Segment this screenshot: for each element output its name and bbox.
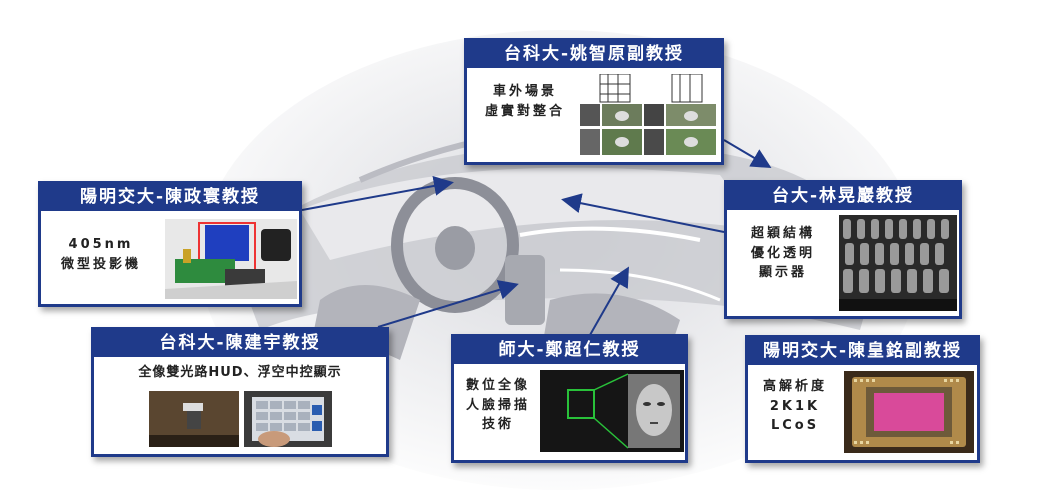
card-lin: 台大-林晃巖教授 超穎結構 優化透明 顯示器 [724, 180, 962, 319]
card-line: 超穎結構 [750, 226, 815, 241]
card-line: LCoS [770, 418, 820, 433]
card-line: 虛實對整合 [484, 103, 565, 119]
card-line: 人臉掃描 [465, 397, 530, 413]
arrow-to-windshield-lower [589, 266, 629, 336]
card-line: 405nm [68, 237, 134, 252]
card-line: 數位全像 [465, 378, 530, 393]
card-line: 2K1K [769, 398, 821, 414]
card-title: 師大-鄭超仁教授 [454, 337, 685, 364]
floating-keypad-photo [244, 391, 332, 447]
card-title: 陽明交大-陳皇銘副教授 [748, 338, 977, 365]
card-chen-jy: 台科大-陳建宇教授 全像雙光路HUD、浮空中控顯示 [91, 327, 389, 457]
card-title: 台科大-姚智原副教授 [467, 41, 721, 68]
card-line: 全像雙光路HUD、浮空中控顯示 [138, 365, 342, 380]
card-title: 台科大-陳建宇教授 [94, 330, 386, 357]
card-line: 優化透明 [750, 245, 815, 261]
arrow-to-center-console [377, 280, 519, 328]
card-line: 技術 [481, 417, 514, 432]
card-yao: 台科大-姚智原副教授 車外場景 虛實對整合 [464, 38, 724, 165]
scene-integration-image [580, 74, 716, 155]
card-title: 台大-林晃巖教授 [727, 183, 959, 210]
card-line: 顯示器 [758, 265, 807, 280]
hud-photo [149, 391, 239, 447]
arrow-yao-to-exterior [723, 139, 772, 169]
face-scan-image [540, 370, 684, 452]
metasurface-sem-image [839, 215, 957, 311]
card-cheng-cr: 師大-鄭超仁教授 數位全像 人臉掃描 技術 [451, 334, 688, 463]
card-cheng: 陽明交大-陳政寰教授 405nm 微型投影機 [38, 181, 302, 307]
card-line: 微型投影機 [60, 256, 141, 272]
card-chen-hm: 陽明交大-陳皇銘副教授 高解析度 2K1K LCoS [745, 335, 980, 463]
arrow-to-dashboard [561, 193, 725, 233]
projector-image [165, 219, 297, 299]
arrow-to-cheng-card [301, 176, 454, 211]
lcos-chip-image [844, 371, 974, 453]
card-title: 陽明交大-陳政寰教授 [41, 184, 299, 211]
card-line: 車外場景 [492, 84, 557, 99]
card-line: 高解析度 [762, 379, 827, 394]
